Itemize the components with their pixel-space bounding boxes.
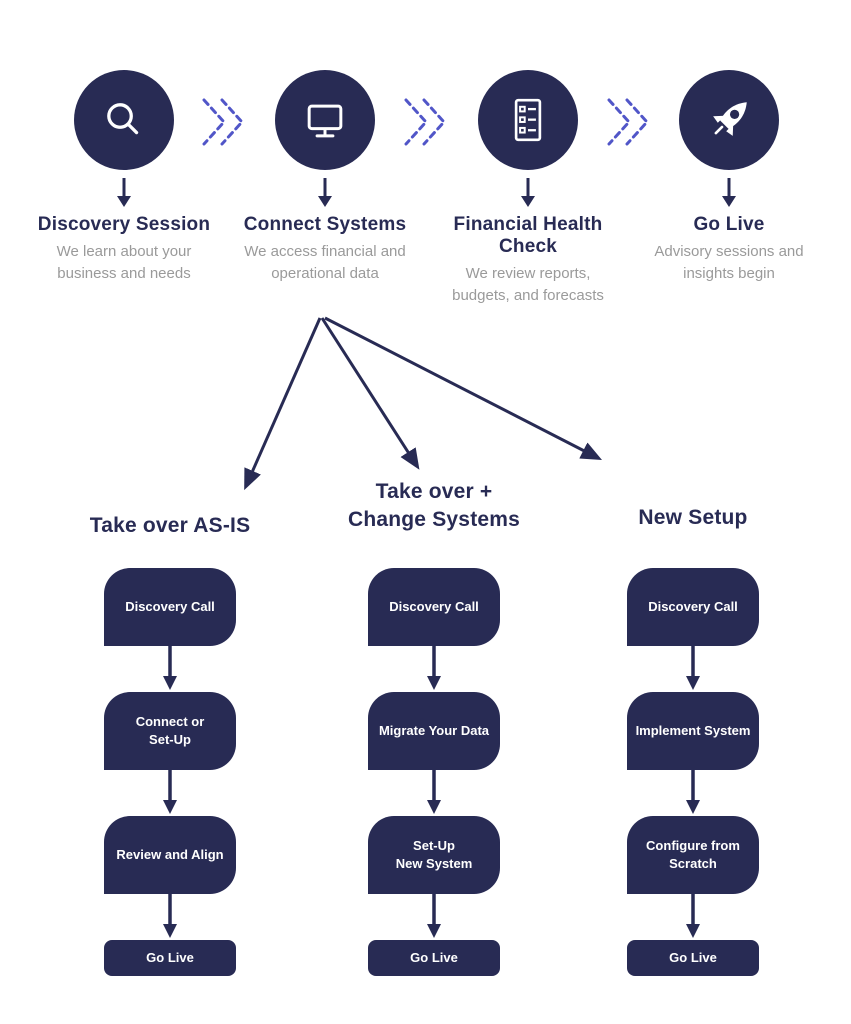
step-description: We review reports, budgets, and forecast…	[452, 265, 604, 304]
flow-box: Implement System	[627, 692, 759, 770]
arrow-down-icon	[686, 646, 700, 690]
flow-box: Connect or Set-Up	[104, 692, 236, 770]
step-title: Discovery Session	[37, 214, 211, 235]
top-step-financial-health-check: Financial Health Check We review reports…	[423, 70, 633, 307]
step-title: Connect Systems	[243, 214, 407, 235]
branch-column-new-setup: Discovery Call Implement System Configur…	[623, 568, 763, 976]
checklist-icon	[514, 98, 542, 142]
arrow-down-icon	[163, 646, 177, 690]
arrow-down-icon	[427, 770, 441, 814]
flow-box: Set-Up New System	[368, 816, 500, 894]
search-icon	[107, 103, 139, 135]
arrow-down-icon	[722, 178, 736, 207]
arrow-down-icon	[318, 178, 332, 207]
flow-box: Configure from Scratch	[627, 816, 759, 894]
step-circle	[478, 70, 578, 170]
branch-heading-new-setup: New Setup	[638, 506, 748, 529]
rocket-icon	[713, 102, 747, 136]
chevron-arrows-icon	[404, 98, 446, 146]
branch-heading-take-over-change-systems: Take over + Change Systems	[347, 480, 521, 532]
monitor-icon	[307, 104, 343, 138]
chevron-arrows-icon	[202, 98, 244, 146]
flow-box-go-live: Go Live	[627, 940, 759, 976]
flow-box-go-live: Go Live	[104, 940, 236, 976]
flow-box: Discovery Call	[627, 568, 759, 646]
arrow-down-icon	[163, 894, 177, 938]
step-circle	[679, 70, 779, 170]
top-step-go-live: Go Live Advisory sessions and insights b…	[624, 70, 834, 285]
top-step-connect-systems: Connect Systems We access financial and …	[220, 70, 430, 285]
arrow-down-icon	[163, 770, 177, 814]
step-description: We access financial and operational data	[244, 243, 406, 282]
arrow-down-icon	[686, 770, 700, 814]
step-description: We learn about your business and needs	[56, 243, 192, 282]
top-step-discovery-session: Discovery Session We learn about your bu…	[19, 70, 229, 285]
flow-box: Discovery Call	[368, 568, 500, 646]
step-title: Go Live	[693, 214, 765, 235]
chevron-arrows-icon	[607, 98, 649, 146]
flow-box: Migrate Your Data	[368, 692, 500, 770]
step-description: Advisory sessions and insights begin	[654, 243, 804, 282]
arrow-down-icon	[686, 894, 700, 938]
arrow-down-icon	[427, 894, 441, 938]
flow-box-go-live: Go Live	[368, 940, 500, 976]
arrow-down-icon	[117, 178, 131, 207]
arrow-down-icon	[427, 646, 441, 690]
step-circle	[275, 70, 375, 170]
branch-heading-take-over-as-is: Take over AS-IS	[89, 514, 251, 537]
arrow-down-icon	[521, 178, 535, 207]
flow-box: Review and Align	[104, 816, 236, 894]
step-circle	[74, 70, 174, 170]
branch-column-take-over-change-systems: Discovery Call Migrate Your Data Set-Up …	[364, 568, 504, 976]
flow-box: Discovery Call	[104, 568, 236, 646]
branch-column-take-over-as-is: Discovery Call Connect or Set-Up Review …	[100, 568, 240, 976]
step-title: Financial Health Check	[453, 214, 603, 257]
